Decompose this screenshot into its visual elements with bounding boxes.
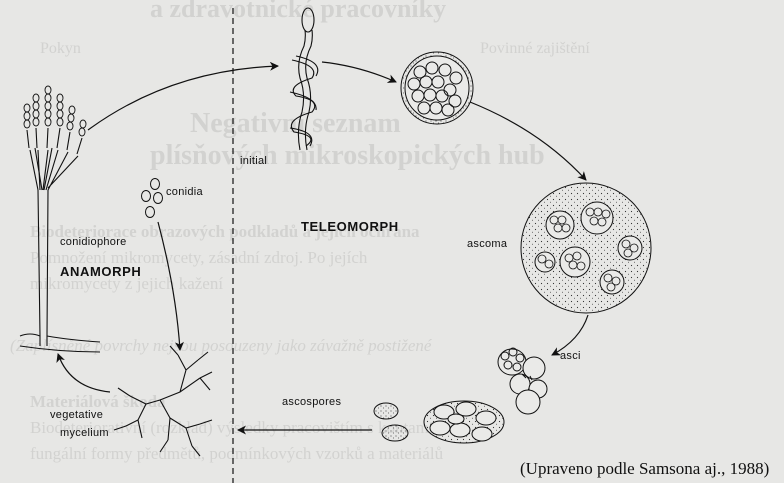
mature-ascoma-drawing [521, 183, 651, 313]
label-anamorph: ANAMORPH [60, 264, 141, 279]
label-conidia: conidia [166, 186, 203, 198]
arrow-initial-to-young-ascoma [322, 62, 396, 82]
label-ascospores: ascospores [282, 396, 341, 408]
young-ascoma-drawing [401, 52, 473, 124]
arrow-conidia-to-mycelium [158, 222, 180, 350]
ascospores-drawing [374, 401, 504, 443]
conidia-chains [24, 86, 86, 136]
vegetative-mycelium-drawing [114, 346, 212, 456]
arrow-ascoma-to-asci [552, 315, 588, 355]
label-conidiophore: conidiophore [60, 236, 127, 248]
label-mycelium: mycelium [60, 427, 109, 439]
arrow-conidiophore-to-initial [88, 66, 278, 130]
label-initial: initial [240, 155, 267, 167]
arrow-mycelium-to-conidiophore [58, 354, 110, 392]
asci-drawing [498, 348, 547, 414]
label-asci: asci [560, 350, 581, 362]
figure-caption: (Upraveno podle Samsona aj., 1988) [520, 459, 769, 479]
loose-conidia [142, 179, 163, 218]
arrow-young-to-mature-ascoma [470, 102, 586, 180]
label-teleomorph: TELEOMORPH [301, 219, 399, 234]
label-ascoma: ascoma [467, 238, 507, 250]
initial-coil-drawing [290, 8, 318, 150]
label-vegetative: vegetative [50, 409, 103, 421]
